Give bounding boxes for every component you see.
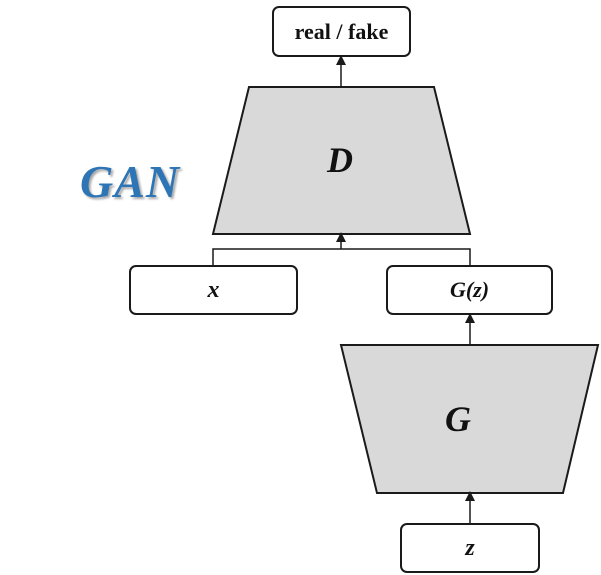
real-input-box: x (129, 265, 298, 315)
noise-input-box: z (400, 523, 540, 573)
output-label: real / fake (294, 18, 389, 44)
output-box-real-fake: real / fake (272, 6, 411, 57)
generator-block (339, 344, 600, 494)
noise-input-label: z (465, 534, 475, 561)
connector-x-branch (212, 248, 471, 265)
generated-sample-box: G(z) (386, 265, 553, 315)
generated-sample-label: G(z) (449, 277, 490, 302)
real-input-label: x (207, 276, 220, 303)
diagram-title: GAN (80, 156, 181, 207)
discriminator-block (211, 86, 472, 235)
